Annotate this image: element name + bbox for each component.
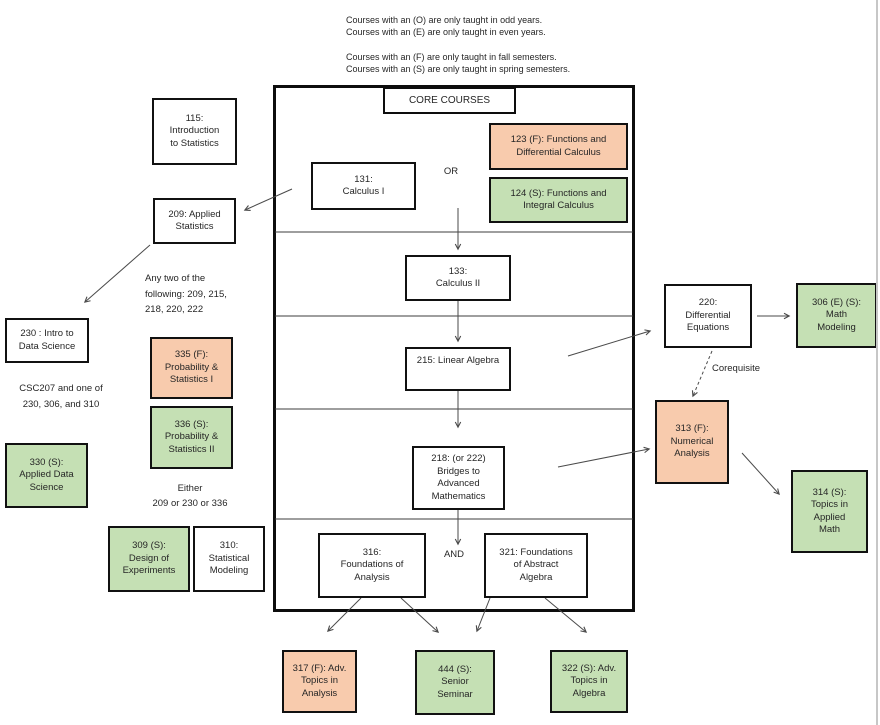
csc207-note: CSC207 and one of 230, 306, and 310 (19, 383, 103, 410)
course-box-310: 310: Statistical Modeling (193, 526, 265, 592)
course-box-444: 444 (S): Senior Seminar (415, 650, 495, 715)
and-label: AND (443, 549, 465, 560)
course-box-317: 317 (F): Adv. Topics in Analysis (282, 650, 357, 713)
course-box-133: 133: Calculus II (405, 255, 511, 301)
course-box-330: 330 (S): Applied Data Science (5, 443, 88, 508)
course-box-321: 321: Foundations of Abstract Algebra (484, 533, 588, 598)
course-box-123: 123 (F): Functions and Differential Calc… (489, 123, 628, 170)
course-box-316: 316: Foundations of Analysis (318, 533, 426, 598)
course-box-215: 215: Linear Algebra (405, 347, 511, 391)
course-box-335: 335 (F): Probability & Statistics I (150, 337, 233, 399)
or-label: OR (443, 166, 459, 177)
legend-note-fall-spring: Courses with an (F) are only taught in f… (346, 52, 571, 75)
corequisite-label: Corequisite (711, 363, 761, 374)
course-box-131: 131: Calculus I (311, 162, 416, 210)
course-box-218: 218: (or 222) Bridges to Advanced Mathem… (412, 446, 505, 510)
course-box-220: 220: Differential Equations (664, 284, 752, 348)
window-edge (876, 0, 878, 725)
either-note: Either 209 or 230 or 336 (152, 483, 228, 509)
course-box-314: 314 (S): Topics in Applied Math (791, 470, 868, 553)
course-box-124: 124 (S): Functions and Integral Calculus (489, 177, 628, 223)
core-courses-title: CORE COURSES (408, 95, 491, 106)
course-box-115: 115: Introduction to Statistics (152, 98, 237, 165)
course-box-313: 313 (F): Numerical Analysis (655, 400, 729, 484)
any-two-note: Any two of the following: 209, 215, 218,… (145, 273, 227, 315)
course-box-322: 322 (S): Adv. Topics in Algebra (550, 650, 628, 713)
course-box-230: 230 : Intro to Data Science (5, 318, 89, 363)
legend-note-odd-even: Courses with an (O) are only taught in o… (346, 15, 546, 38)
course-box-306: 306 (E) (S): Math Modeling (796, 283, 877, 348)
core-courses-title-box: CORE COURSES (383, 87, 516, 114)
course-box-309: 309 (S): Design of Experiments (108, 526, 190, 592)
course-box-209: 209: Applied Statistics (153, 198, 236, 244)
course-box-336: 336 (S): Probability & Statistics II (150, 406, 233, 469)
